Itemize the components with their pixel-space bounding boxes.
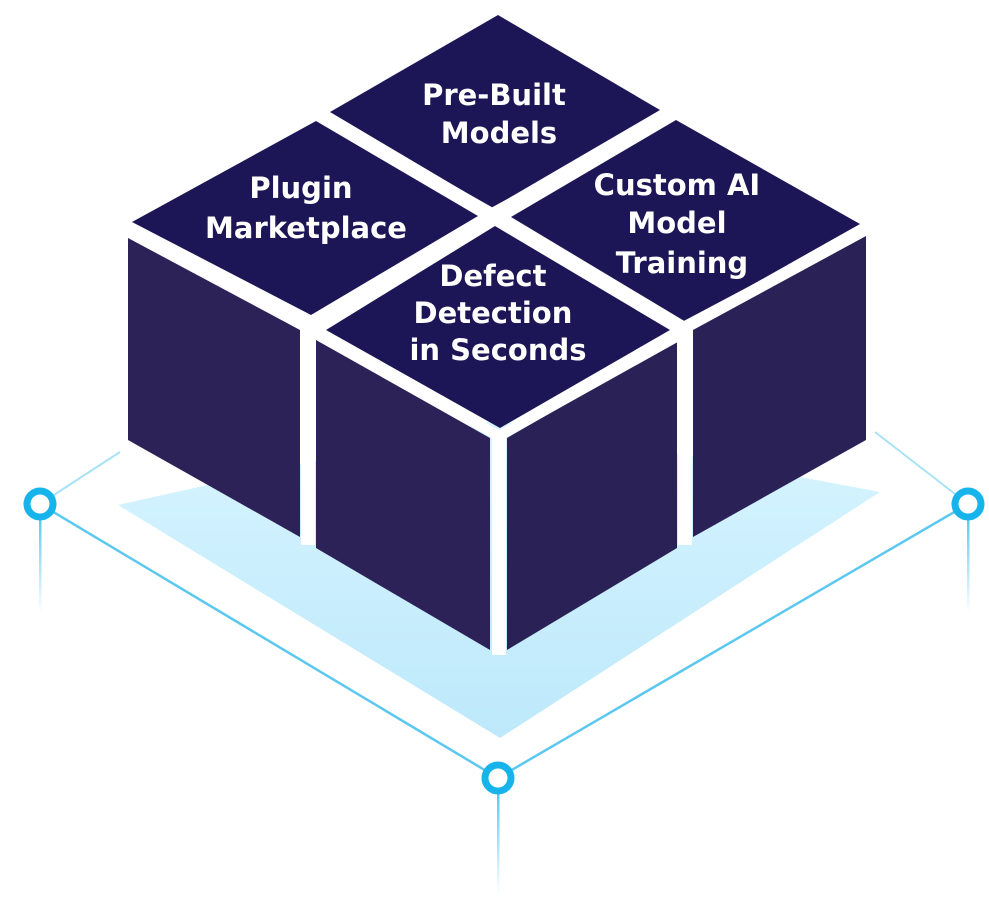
- top-seam-b: [124, 214, 873, 333]
- tile-defect-detection: [326, 226, 670, 428]
- plugin-marketplace-line1: Plugin: [249, 171, 352, 205]
- platform-back-right-edge: [874, 431, 969, 505]
- custom-ai-line1: Custom AI: [594, 168, 761, 202]
- custom-ai-line3: Training: [616, 246, 748, 280]
- label-plugin-marketplace: Plugin Marketplace: [205, 171, 407, 245]
- platform-stem-right: [967, 518, 970, 613]
- label-defect-detection: Defect Detection in Seconds: [409, 259, 586, 367]
- cube-right-face-front: [507, 340, 677, 650]
- tile-custom-ai-model-training: [511, 120, 860, 322]
- plugin-marketplace-line2: Marketplace: [205, 211, 407, 245]
- cube-left-face-front: [316, 340, 490, 650]
- platform-node-right: [951, 487, 985, 521]
- tile-pre-built-models: [330, 15, 660, 208]
- defect-detection-line2: Detection: [414, 296, 573, 330]
- defect-detection-line1: Defect: [439, 259, 546, 293]
- top-seam-a: [320, 110, 676, 219]
- defect-detection-line3: in Seconds: [409, 333, 586, 367]
- platform-stem-front: [497, 794, 500, 894]
- cube-right-face-back: [693, 236, 866, 537]
- pre-built-models-line2: Models: [441, 116, 557, 150]
- label-custom-ai-model-training: Custom AI Model Training: [594, 168, 771, 280]
- tile-plugin-marketplace: [132, 121, 478, 315]
- platform-node-left: [23, 487, 57, 521]
- label-pre-built-models: Pre-Built Models: [422, 78, 576, 150]
- custom-ai-line2: Model: [627, 206, 726, 240]
- platform-node-front: [481, 761, 515, 795]
- cube-left-face-back: [128, 238, 300, 537]
- pre-built-models-line1: Pre-Built: [422, 78, 566, 112]
- cube: Pre-Built Models Plugin Marketplace Cust…: [124, 15, 873, 655]
- platform-stem-left: [39, 518, 42, 613]
